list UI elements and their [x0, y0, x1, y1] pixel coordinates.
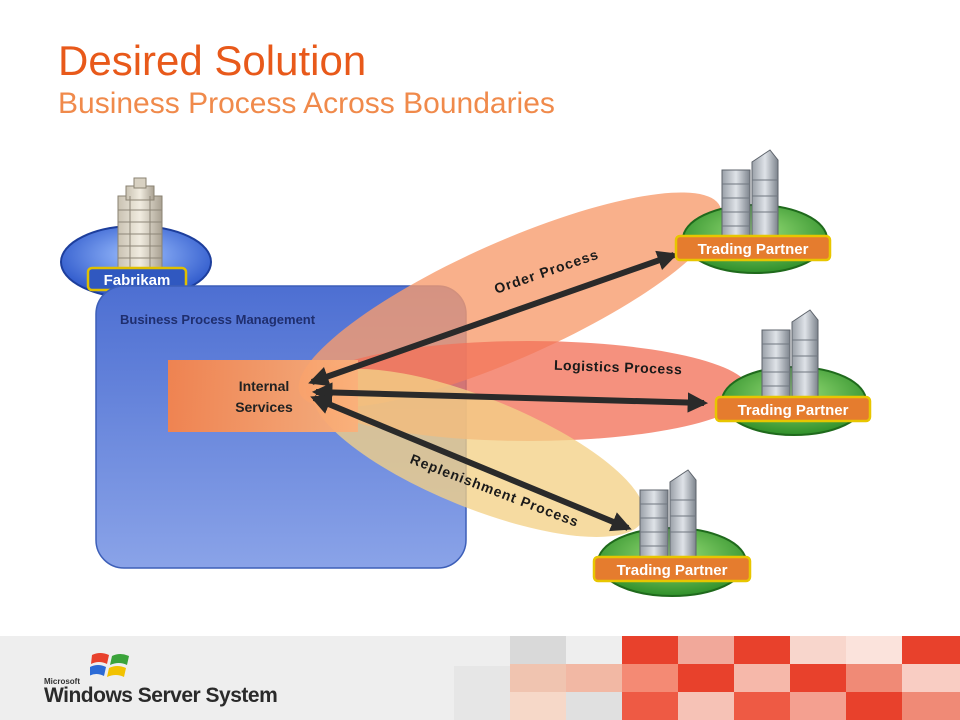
partner-building-icon — [639, 469, 697, 559]
partner-badge — [674, 234, 832, 262]
order-process-arrow — [308, 250, 678, 387]
internal-services-label-line2: Services — [235, 399, 293, 415]
partner-building-icon — [761, 309, 819, 399]
partner-building-icon — [721, 149, 779, 237]
replenishment-process-arrow — [310, 394, 632, 532]
logistics-process-label: Logistics Process — [554, 357, 683, 377]
trading-partner-label-logistics: Trading Partner — [738, 402, 849, 419]
fabrikam-site: Fabrikam — [60, 177, 212, 299]
fabrikam-building-icon — [117, 177, 163, 269]
trading-partner-logistics: Trading Partner — [714, 309, 872, 436]
footer-band — [0, 636, 960, 720]
windows-flag-icon — [90, 653, 129, 677]
trading-partner-label-replenishment: Trading Partner — [617, 562, 728, 579]
partner-badge — [714, 395, 872, 423]
footer-brand-small: Microsoft — [44, 677, 80, 686]
internal-services-label-line1: Internal — [239, 378, 290, 394]
internal-services-box — [168, 360, 358, 432]
fabrikam-label: Fabrikam — [104, 272, 171, 289]
partner-badge — [592, 555, 752, 583]
trading-partner-label-order: Trading Partner — [698, 241, 809, 258]
slide-subtitle: Business Process Across Boundaries — [58, 87, 555, 120]
footer-brand-product: Windows Server System — [44, 684, 278, 707]
trading-partner-replenishment: Trading Partner — [592, 469, 752, 597]
footer-mosaic — [454, 636, 960, 720]
trading-partner-order: Trading Partner — [674, 149, 832, 274]
slide-title: Desired Solution — [58, 37, 367, 84]
bpm-container-label: Business Process Management — [120, 312, 316, 327]
